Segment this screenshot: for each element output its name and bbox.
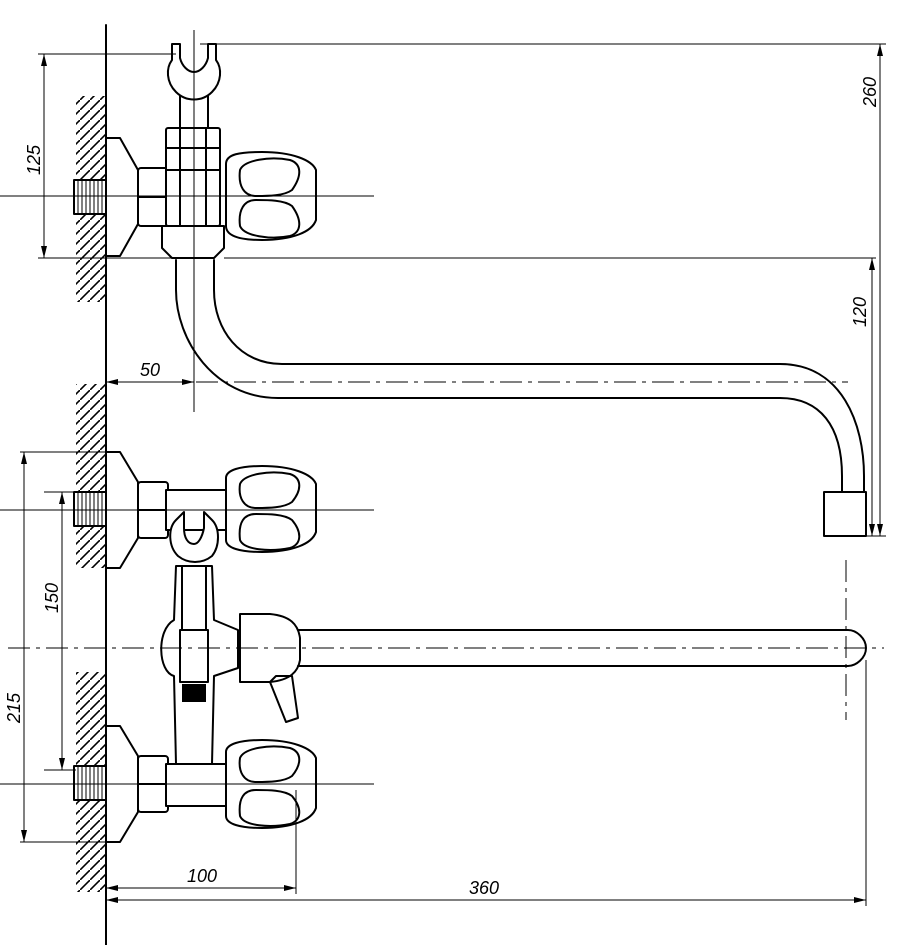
- dimension-120-label: 120: [850, 297, 870, 327]
- top-mixer-escutcheon: [105, 137, 139, 257]
- bottom-mixer: [0, 451, 884, 843]
- dimension-100: 100: [106, 790, 297, 894]
- bottom-mixer-lower-thread: [73, 765, 107, 801]
- dimension-125-label: 125: [24, 144, 44, 175]
- bottom-mixer-upper-thread: [73, 491, 107, 527]
- bath-spout: [8, 629, 884, 667]
- dimension-260: 260: [200, 43, 886, 537]
- top-mixer-hex-nut: [137, 167, 169, 227]
- bottom-shower-holder: [169, 511, 219, 563]
- top-mixer-thread: [73, 179, 107, 215]
- bottom-mixer-switch-grip: [182, 684, 206, 702]
- dimension-260-label: 260: [860, 77, 880, 108]
- top-mixer: [0, 30, 374, 412]
- swivel-spout: [175, 259, 867, 537]
- dimension-150: 150: [42, 491, 76, 771]
- bottom-mixer-upper-handle: [225, 465, 317, 553]
- dimension-120: 120: [224, 257, 876, 536]
- wall: [76, 24, 107, 945]
- top-mixer-collar: [161, 225, 225, 259]
- dimension-360-label: 360: [469, 878, 499, 898]
- top-mixer-body: [165, 127, 221, 227]
- wall-hatch-middle: [76, 384, 106, 568]
- dimension-215-label: 215: [4, 692, 24, 724]
- bottom-mixer-body: [160, 565, 239, 765]
- dimension-50-label: 50: [140, 360, 160, 380]
- dimension-215: 215: [4, 451, 120, 843]
- diverter: [239, 613, 301, 723]
- bottom-mixer-lower-arm: [165, 763, 227, 807]
- dimension-50: 50: [106, 360, 194, 385]
- dimension-125: 125: [24, 53, 176, 259]
- spout-aerator: [823, 491, 867, 537]
- dimension-360: 360: [106, 660, 867, 906]
- dimension-100-label: 100: [187, 866, 217, 886]
- dimension-150-label: 150: [42, 583, 62, 613]
